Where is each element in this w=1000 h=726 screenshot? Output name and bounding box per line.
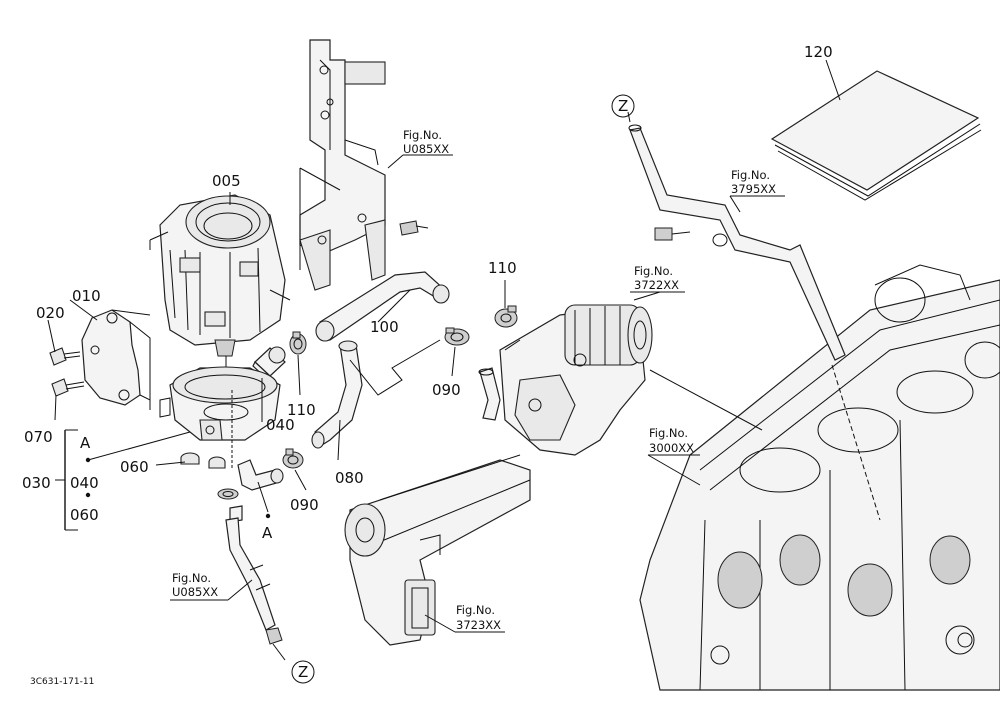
group-mark-a-bottom: A [262,524,273,542]
part-label-080: 080 [335,469,364,487]
drain-fitting [217,488,243,523]
fig-ref-3723-line1: Fig.No. [456,603,495,617]
plug-060-a [180,452,200,465]
clamp-110-right [494,305,518,328]
fig-ref-u085-bottom-line2: U085XX [172,585,218,599]
bolt-070 [51,378,85,397]
part-label-040-pipe: 040 [266,416,295,434]
part-label-010: 010 [72,287,101,305]
engine-block [639,264,1000,691]
drain-pipe [225,517,283,645]
z-circle-top [611,94,635,118]
hose-080 [311,339,441,449]
z-mark-bottom: Z [298,663,308,681]
part-label-090: 090 [290,496,319,514]
part-label-060: 060 [70,506,99,524]
part-label-020: 020 [36,304,65,322]
fig-ref-3723-line2: 3723XX [456,618,501,632]
fig-ref-3000-line2: 3000XX [649,441,694,455]
plug-060-b [208,456,226,469]
fig-ref-3722-line1: Fig.No. [634,264,673,278]
egr-cooler [344,454,531,646]
z-circle-bottom [291,660,315,684]
part-label-100: 100 [370,318,399,336]
elbow-fitting [237,459,284,491]
diagram-code: 3C631-171-11 [30,677,94,687]
breather-pipe [628,124,846,361]
fig-ref-3795-line1: Fig.No. [731,168,770,182]
manual-sheet-120 [770,59,982,201]
part-label-120: 120 [804,43,833,61]
part-label-040: 040 [70,474,99,492]
fig-ref-3722-line2: 3722XX [634,278,679,292]
part-label-030: 030 [22,474,51,492]
part-label-090-mid: 090 [432,381,461,399]
clamp-110-left [289,331,307,355]
hose-100 [315,271,450,342]
fig-ref-3795-line2: 3795XX [731,182,776,196]
mounting-bracket [299,39,429,291]
part-label-070: 070 [24,428,53,446]
fig-ref-u085-bottom-line1: Fig.No. [172,571,211,585]
separator-base-030 [159,366,281,441]
hose-090-right [478,367,501,421]
part-label-110: 110 [287,401,316,419]
bolt-020 [49,347,81,366]
a-dot-mid [85,492,91,498]
gasket-plate-010 [81,309,151,406]
a-dot-bottom [265,513,271,519]
pipe-040 [252,346,286,381]
part-label-005: 005 [212,172,241,190]
fig-ref-u085-top-line2: U085XX [403,142,449,156]
part-label-060-plugs: 060 [120,458,149,476]
a-dot-top [85,457,91,463]
clamp-090-left [282,448,304,469]
z-mark-top: Z [618,97,628,115]
part-label-110-top: 110 [488,259,517,277]
leader-lines [47,111,785,661]
fig-ref-u085-top-line1: Fig.No. [403,128,442,142]
group-mark-a-top: A [80,434,91,452]
clamp-090-mid [444,327,470,346]
egr-valve [499,304,653,456]
fig-ref-3000-line1: Fig.No. [649,426,688,440]
